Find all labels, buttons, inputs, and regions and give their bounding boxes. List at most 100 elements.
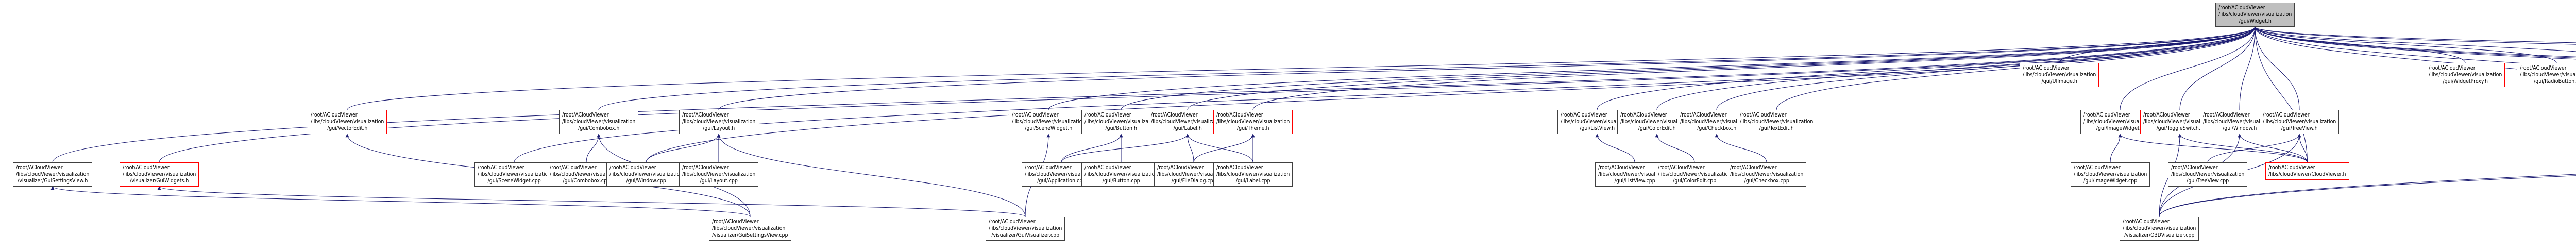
edge-window_cpp-to-layout_h	[646, 134, 721, 163]
graph-node-guisettingsview-h[interactable]: /root/ACloudViewer/libs/cloudViewer/visu…	[13, 162, 93, 187]
graph-node-root[interactable]: /root/ACloudViewer/libs/cloudViewer/visu…	[2215, 3, 2295, 27]
graph-node-button-cpp[interactable]: /root/ACloudViewer/libs/cloudViewer/visu…	[1081, 162, 1161, 187]
graph-node-layout-cpp[interactable]: /root/ACloudViewer/libs/cloudViewer/visu…	[679, 162, 759, 187]
node-label-line: /root/ACloudViewer	[1157, 164, 1204, 171]
edge-combobox_cpp-to-combobox_h	[586, 134, 601, 163]
node-label-line: /root/ACloudViewer	[2263, 112, 2310, 118]
graph-node-treeview-cpp[interactable]: /root/ACloudViewer/libs/cloudViewer/visu…	[2168, 162, 2248, 187]
node-label-line: /libs/cloudViewer/visualization	[311, 119, 384, 125]
graph-node-uiimage-h[interactable]: /root/ACloudViewer/libs/cloudViewer/visu…	[2020, 63, 2099, 87]
node-label-line: /root/ACloudViewer	[1680, 112, 1727, 118]
node-label-line: /root/ACloudViewer	[2171, 164, 2218, 171]
node-label-line: /root/ACloudViewer	[609, 164, 656, 171]
node-label-line: /libs/cloudViewer/visualization	[682, 119, 756, 125]
node-label-line: /libs/cloudViewer/visualization	[1012, 119, 1086, 125]
node-label-line: /root/ACloudViewer	[1151, 112, 1198, 118]
graph-node-theme-h[interactable]: /root/ACloudViewer/libs/cloudViewer/visu…	[1213, 110, 1293, 134]
graph-node-window-cpp[interactable]: /root/ACloudViewer/libs/cloudViewer/visu…	[606, 162, 686, 187]
node-label-line: /gui/Application.cpp	[1037, 178, 1086, 184]
node-label-line: /root/ACloudViewer	[2143, 112, 2190, 118]
node-label-line: /gui/Window.cpp	[626, 178, 666, 184]
node-label-line: /gui/Widget.h	[2239, 18, 2272, 24]
node-label-line: /gui/TextEdit.h	[1759, 125, 1794, 131]
graph-node-guivisualizer-cpp[interactable]: /root/ACloudViewer/libs/cloudViewer/visu…	[986, 217, 1065, 241]
node-label-line: /gui/Checkbox.h	[1697, 125, 1737, 131]
node-label-line: /libs/cloudViewer/visualization	[2203, 119, 2277, 125]
node-label-line: /gui/ImageWidget.cpp	[2083, 178, 2138, 184]
node-label-line: /gui/UIImage.h	[2041, 78, 2077, 85]
graph-node-button-h[interactable]: /root/ACloudViewer/libs/cloudViewer/visu…	[1081, 110, 1161, 134]
node-label-line: /libs/cloudViewer/visualization	[16, 171, 90, 177]
node-label-line: /root/ACloudViewer	[550, 164, 597, 171]
graph-node-imagewidget-cpp[interactable]: /root/ACloudViewer/libs/cloudViewer/visu…	[2071, 162, 2150, 187]
node-label-line: /root/ACloudViewer	[311, 112, 358, 118]
node-label-line: /libs/cloudViewer/visualization	[2143, 119, 2217, 125]
node-label-line: /visualizer/O3DVisualizer.cpp	[2124, 232, 2195, 238]
node-label-line: /libs/cloudViewer/visualization	[2083, 119, 2157, 125]
graph-node-guiwidgets-h[interactable]: /root/ACloudViewer/libs/cloudViewer/visu…	[120, 162, 199, 187]
edge-radiobutton_h-to-root	[2253, 26, 2557, 63]
node-label-line: /libs/cloudViewer/visualization	[550, 171, 623, 177]
node-label-line: /gui/VectorEdit.h	[327, 125, 368, 131]
node-label-line: /gui/ColorEdit.h	[1638, 125, 1676, 131]
node-label-line: /gui/ColorEdit.cpp	[1673, 178, 1717, 184]
node-label-line: /libs/cloudViewer/visualization	[1620, 119, 1694, 125]
edge-treeview_h-to-root	[2253, 26, 2300, 110]
graph-node-coloredit-cpp[interactable]: /root/ACloudViewer/libs/cloudViewer/visu…	[1655, 162, 1735, 187]
edge-theme_h-to-root	[1252, 26, 2257, 110]
edge-filedialog_cpp-to-label_h	[1185, 134, 1194, 163]
node-label-line: /libs/cloudViewer/visualization	[2520, 72, 2576, 78]
graph-node-guisettingsview-cpp[interactable]: /root/ACloudViewer/libs/cloudViewer/visu…	[709, 217, 791, 241]
graph-node-cloudviewer-h[interactable]: /root/ACloudViewer/libs/cloudViewer/Clou…	[2265, 162, 2349, 180]
graph-node-textedit-h[interactable]: /root/ACloudViewer/libs/cloudViewer/visu…	[1737, 110, 1817, 134]
graph-node-treeview-h[interactable]: /root/ACloudViewer/libs/cloudViewer/visu…	[2260, 110, 2340, 134]
graph-node-layout-h[interactable]: /root/ACloudViewer/libs/cloudViewer/visu…	[679, 110, 759, 134]
node-label-line: /gui/ListView.cpp	[1614, 178, 1655, 184]
node-label-line: /gui/WidgetProxy.h	[2443, 78, 2488, 85]
graph-node-label-cpp[interactable]: /root/ACloudViewer/libs/cloudViewer/visu…	[1213, 162, 1293, 187]
node-label-line: /libs/cloudViewer/visualization	[712, 225, 786, 231]
node-label-line: /libs/cloudViewer/visualization	[1084, 171, 1158, 177]
edge-dialog_h-to-root	[2253, 26, 2576, 45]
graph-node-widgetproxy-h[interactable]: /root/ACloudViewer/libs/cloudViewer/visu…	[2426, 63, 2505, 87]
graph-node-vectoredit-h[interactable]: /root/ACloudViewer/libs/cloudViewer/visu…	[308, 110, 387, 134]
node-label-line: /libs/cloudViewer/visualization	[682, 171, 756, 177]
node-label-line: /libs/cloudViewer/visualization	[2023, 72, 2096, 78]
node-label-line: /root/ACloudViewer	[2203, 112, 2250, 118]
node-label-line: /root/ACloudViewer	[2520, 65, 2567, 71]
node-label-line: /visualizer/GuiSettingsView.cpp	[712, 232, 788, 238]
graph-node-scenewidget-h[interactable]: /root/ACloudViewer/libs/cloudViewer/visu…	[1009, 110, 1089, 134]
node-label-line: /libs/cloudViewer/visualization	[1151, 119, 1225, 125]
node-label-line: /gui/ImageWidget.h	[2096, 125, 2144, 131]
edge-filedialog_cpp-to-theme_h	[1193, 134, 1255, 163]
node-label-line: /libs/cloudViewer/visualization	[2074, 171, 2147, 177]
node-label-line: /root/ACloudViewer	[478, 164, 524, 171]
graph-node-scenewidget-cpp[interactable]: /root/ACloudViewer/libs/cloudViewer/visu…	[474, 162, 554, 187]
node-label-line: /libs/cloudViewer/visualization	[123, 171, 196, 177]
graph-node-combobox-h[interactable]: /root/ACloudViewer/libs/cloudViewer/visu…	[559, 110, 639, 134]
graph-node-radiobutton-h[interactable]: /root/ACloudViewer/libs/cloudViewer/visu…	[2517, 63, 2576, 87]
node-label-line: /libs/cloudViewer/visualization	[1598, 171, 1672, 177]
edge-application_cpp-to-label_h	[1061, 134, 1190, 163]
node-label-line: /root/ACloudViewer	[1025, 164, 1072, 171]
node-label-line: /gui/FileDialog.cpp	[1171, 178, 1216, 184]
edge-window_h-to-root	[2239, 26, 2257, 110]
node-label-line: /root/ACloudViewer	[2268, 164, 2315, 171]
edge-checkbox_cpp-to-checkbox_h	[1715, 134, 1767, 163]
edge-coloredit_h-to-root	[1656, 26, 2257, 110]
graph-node-checkbox-cpp[interactable]: /root/ACloudViewer/libs/cloudViewer/visu…	[1727, 162, 1807, 187]
node-label-line: /libs/cloudViewer/visualization	[562, 119, 636, 125]
node-label-line: /root/ACloudViewer	[1084, 164, 1131, 171]
edge-treeview_cpp-to-treeview_h	[2207, 134, 2301, 163]
node-label-line: /libs/cloudViewer/visualization	[1740, 119, 1814, 125]
node-label-line: /visualizer/GuiVisualizer.cpp	[991, 232, 1060, 238]
edge-guisettingsview_cpp-to-guisettingsview_h	[50, 186, 751, 217]
edge-coloredit_cpp-to-coloredit_h	[1655, 134, 1695, 163]
node-label-line: /root/ACloudViewer	[682, 164, 729, 171]
graph-node-o3dvisualizer-cpp[interactable]: /root/ACloudViewer/libs/cloudViewer/visu…	[2120, 217, 2199, 241]
edge-cloudviewer_h-to-treeview_h	[2297, 134, 2308, 163]
node-label-line: /libs/cloudViewer/visualization	[1658, 171, 1732, 177]
node-label-line: /gui/Window.h	[2223, 125, 2257, 131]
node-label-line: /gui/ToggleSwitch.h	[2156, 125, 2204, 131]
node-label-line: /libs/cloudViewer/visualization	[1025, 171, 1098, 177]
